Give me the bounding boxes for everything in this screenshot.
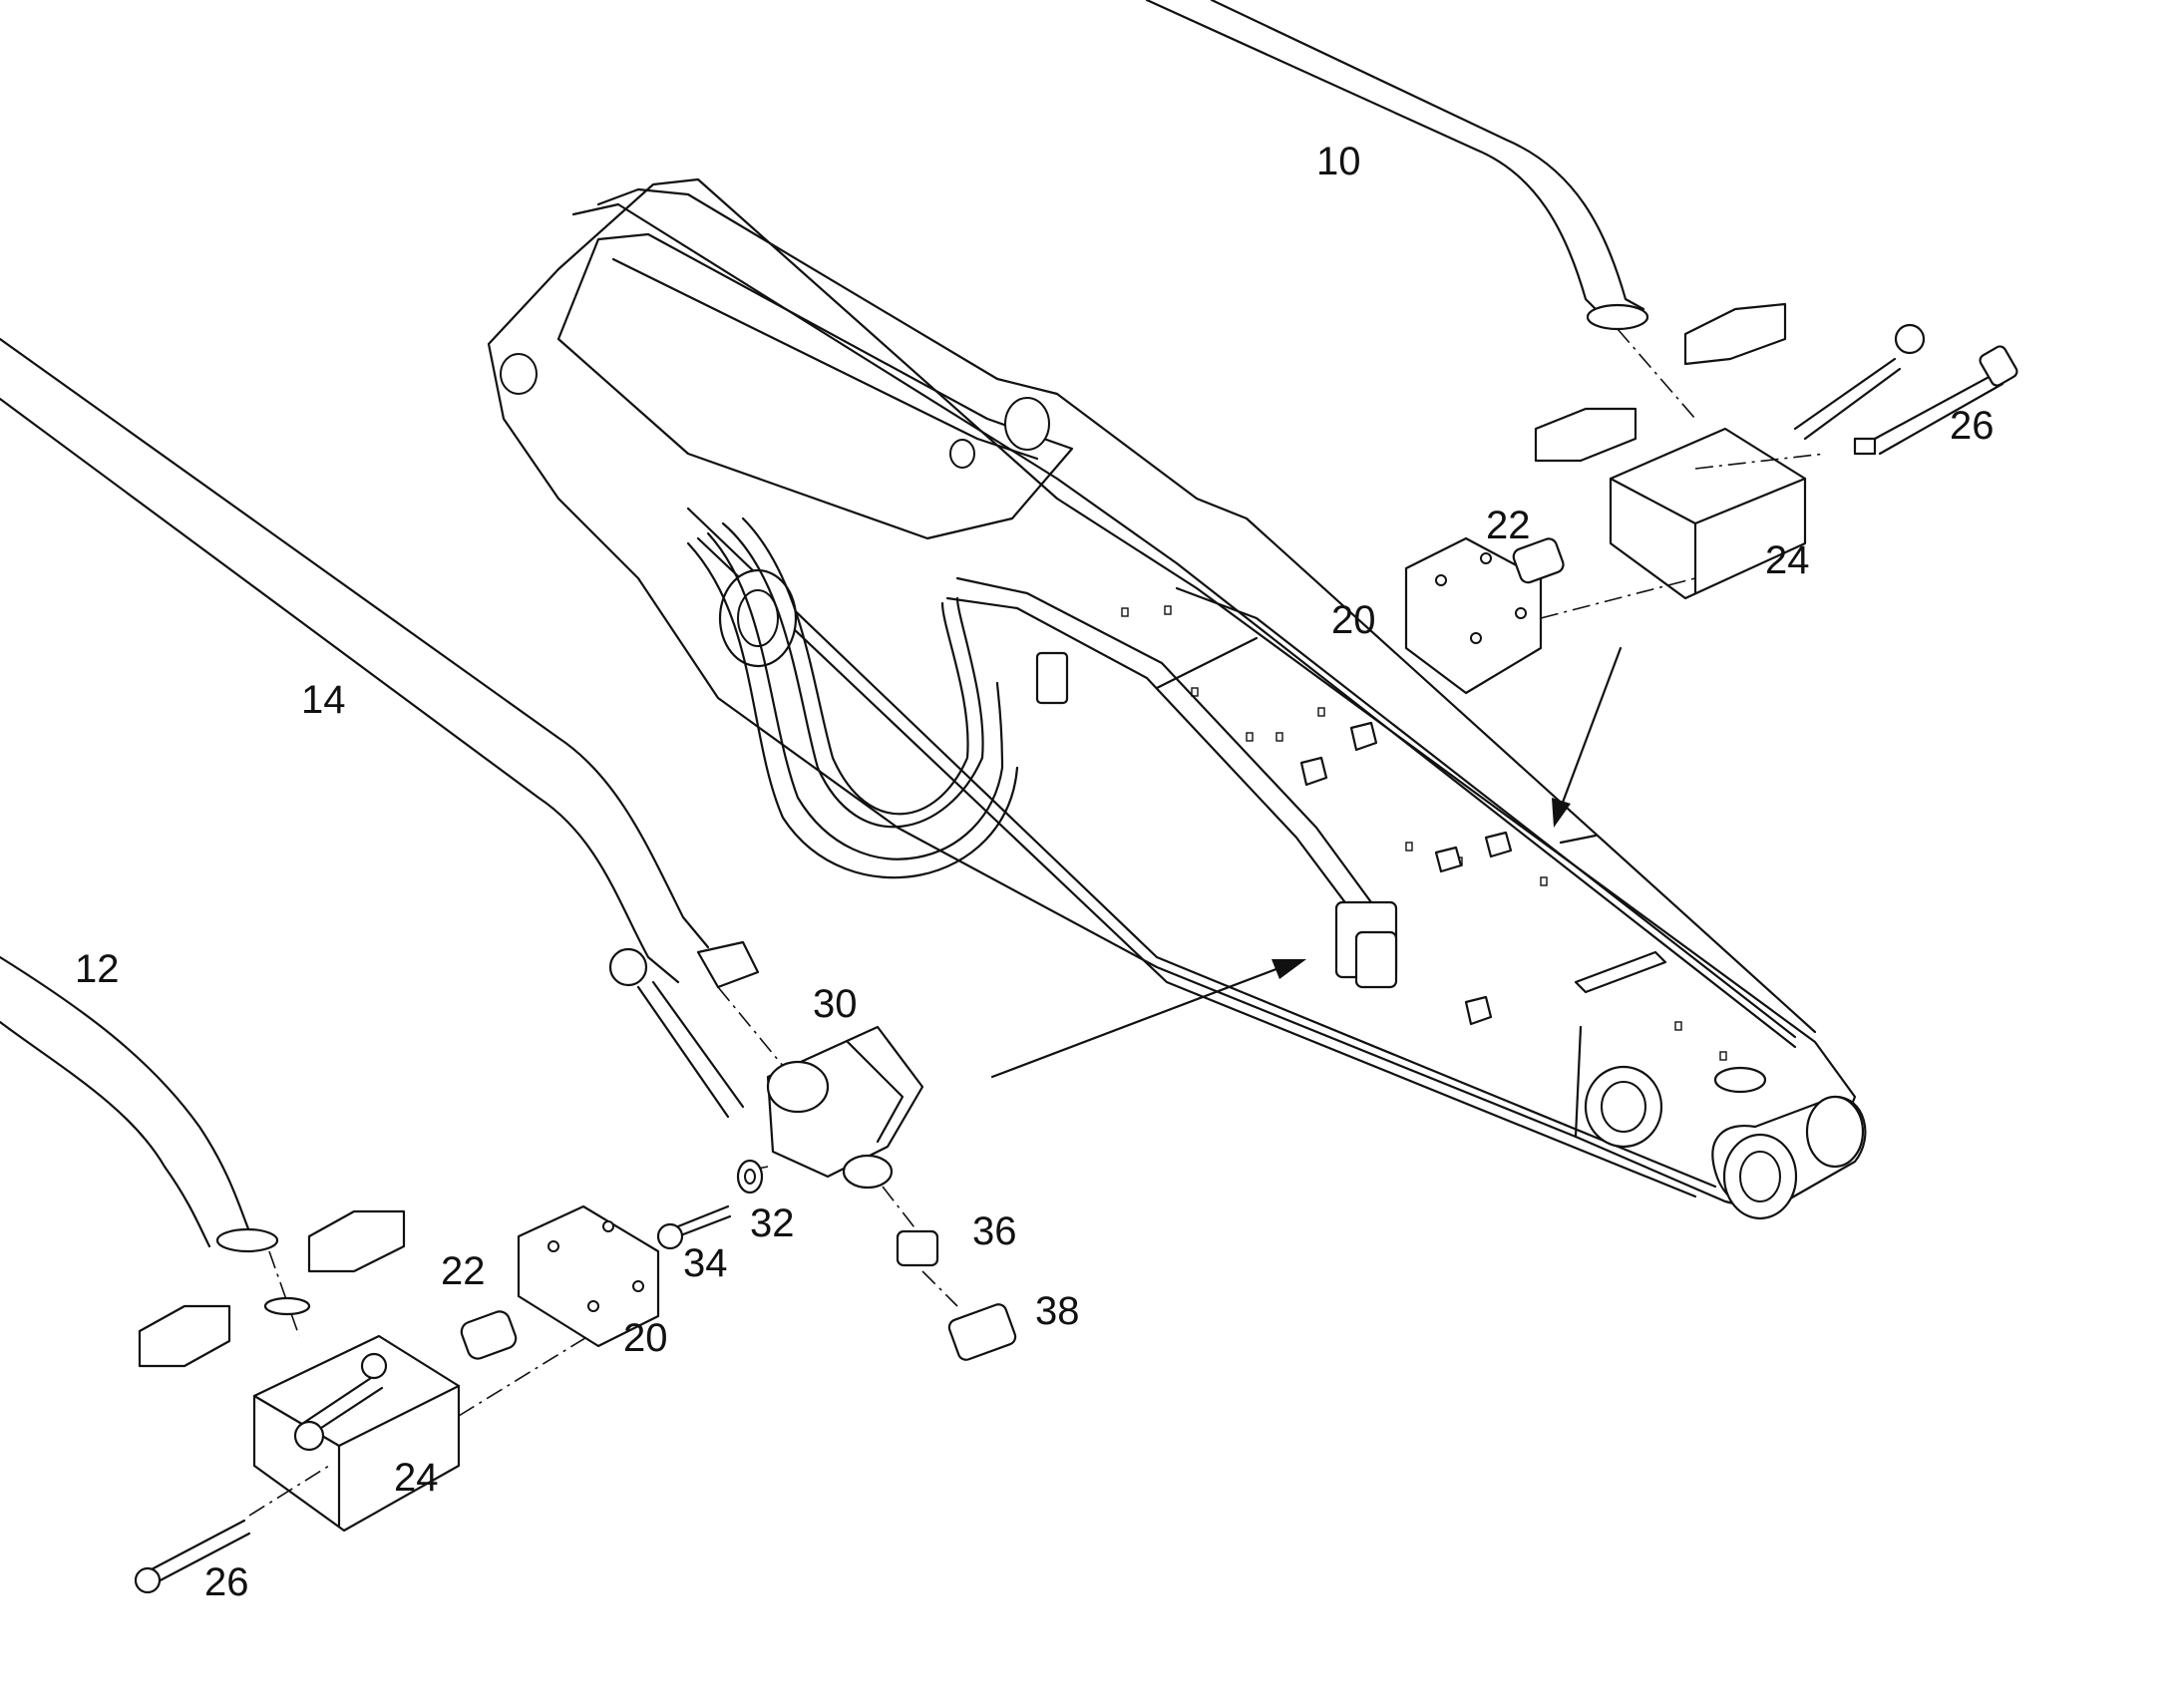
callout-24-left: 24 <box>394 1456 439 1500</box>
callout-34: 34 <box>683 1241 728 1285</box>
small-parts <box>656 1159 1017 1361</box>
boom-hoses <box>686 516 1398 989</box>
callout-38: 38 <box>1035 1289 1080 1333</box>
valve-30 <box>608 947 924 1232</box>
boom-arm <box>487 177 1867 1220</box>
right-valve-assembly <box>1404 302 2018 695</box>
left-valve-assembly <box>134 1204 660 1594</box>
callout-10: 10 <box>1316 140 1361 183</box>
callout-14: 14 <box>301 678 346 722</box>
callout-24-right: 24 <box>1765 538 1810 582</box>
callout-26-left: 26 <box>204 1560 249 1604</box>
tube-14 <box>0 337 789 1073</box>
callout-12: 12 <box>75 947 120 991</box>
callout-20-left: 20 <box>623 1316 668 1360</box>
tube-12 <box>0 955 300 1337</box>
callout-36: 36 <box>972 1209 1017 1253</box>
tube-10 <box>1145 0 1696 420</box>
callout-labels: 10 26 22 24 20 14 12 30 32 34 36 38 22 2… <box>75 140 1995 1604</box>
callout-20-right: 20 <box>1331 598 1376 642</box>
callout-30: 30 <box>813 982 858 1026</box>
callout-22-right: 22 <box>1486 504 1531 547</box>
callout-22-left: 22 <box>441 1249 486 1293</box>
callout-26-right: 26 <box>1950 404 1995 448</box>
leader-arrows <box>990 646 1623 1079</box>
callout-32: 32 <box>750 1201 795 1245</box>
